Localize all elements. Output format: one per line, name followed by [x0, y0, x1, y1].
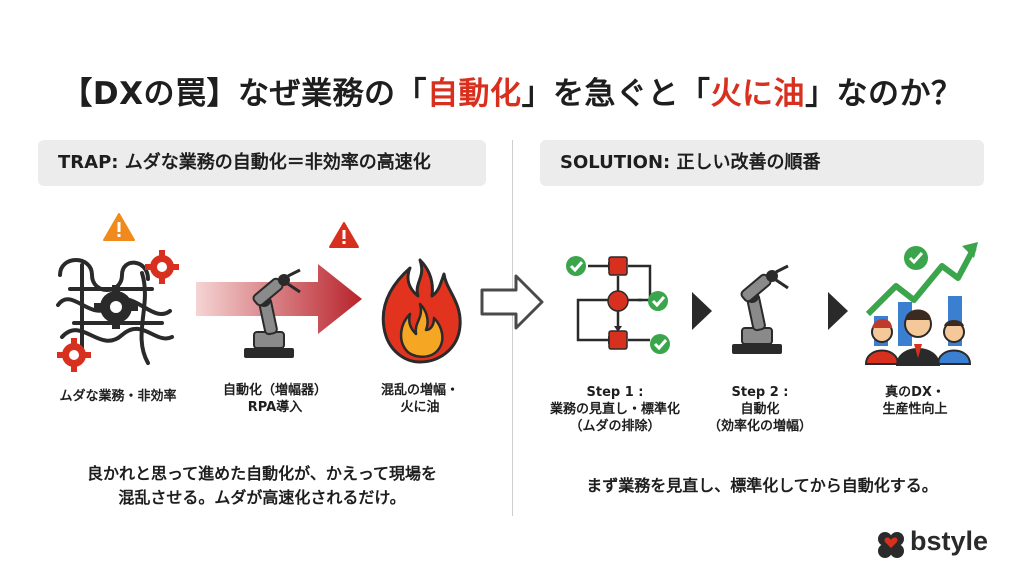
brand-name: bstyle: [910, 526, 989, 556]
red-arrow-icon: [196, 264, 362, 334]
robot-arm-icon: [732, 264, 789, 354]
section-divider: [512, 140, 513, 516]
outline-arrow-icon: [480, 274, 544, 330]
fire-icon: [381, 258, 462, 364]
chevron-right-icon: [828, 292, 848, 330]
bstyle-logo: bstyle: [874, 526, 1014, 562]
tangled-gears-icon: [56, 250, 179, 372]
page-title: 【DXの罠】なぜ業務の「自動化」を急ぐと「火に油」なのか？: [0, 68, 1024, 113]
solution-caption: まず業務を見直し、標準化してから自動化する。: [586, 476, 938, 495]
title-highlight-automation: 自動化: [427, 76, 522, 112]
trap-caption: 良かれと思って進めた自動化が、かえって現場を 混乱させる。ムダが高速化されるだけ…: [86, 464, 438, 507]
solution-result-label: 真のDX・ 生産性向上: [882, 385, 948, 417]
trap-label-automation: 自動化（増幅器）RPA導入: [222, 383, 327, 415]
solution-heading: SOLUTION: 正しい改善の順番: [540, 140, 984, 186]
chevron-right-icon: [692, 292, 712, 330]
warning-icon: [329, 222, 359, 248]
title-part3: 」なのか？: [805, 76, 963, 112]
flowchart-icon: [566, 256, 670, 354]
title-part2: 」を急ぐと「: [521, 76, 711, 112]
solution-step1-label: Step 1 : 業務の見直し・標準化 （ムダの排除）: [549, 385, 680, 434]
title-highlight-fire: 火に油: [710, 76, 806, 112]
trap-label-chaos: 混乱の増幅・火に油: [380, 383, 459, 415]
title-part1: 【DXの罠】なぜ業務の「: [61, 76, 428, 112]
solution-step2-label: Step 2 : 自動化 （効率化の増幅）: [707, 385, 812, 434]
robot-arm-icon: [244, 268, 301, 358]
clover-logo-icon: [878, 532, 904, 558]
trap-heading: TRAP: ムダな業務の自動化＝非効率の高速化: [38, 140, 486, 186]
warning-icon: [103, 213, 135, 241]
growth-team-icon: [864, 242, 978, 366]
trap-label-waste: ムダな業務・非効率: [59, 389, 177, 404]
